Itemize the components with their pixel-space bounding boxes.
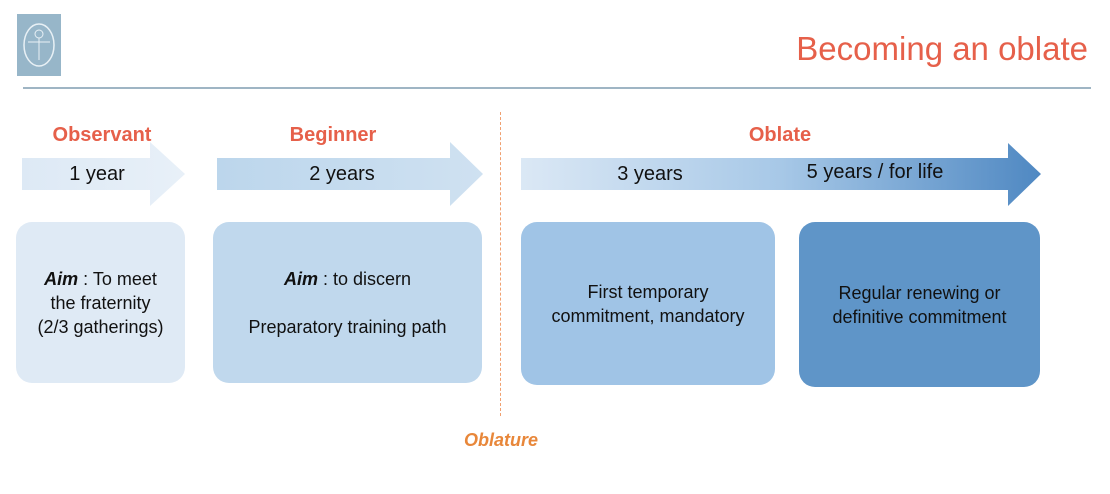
definitive-commitment-text: Regular renewing or definitive commitmen… <box>832 282 1007 327</box>
aim-text: : To meet the fraternity (2/3 gatherings… <box>37 268 164 337</box>
aim-text: : to discern <box>317 268 412 289</box>
phase-oblate: Oblate <box>748 124 812 146</box>
phase-observant: Observant <box>52 124 152 146</box>
oblature-label: Oblature <box>463 430 538 450</box>
header-divider <box>23 87 1091 89</box>
logo <box>17 14 61 76</box>
page-title: Becoming an oblate <box>796 30 1088 67</box>
beginner-box: Aim : to discern Preparatory training pa… <box>213 222 482 383</box>
beginner-training: Preparatory training path <box>248 316 447 337</box>
aim-label: Aim <box>44 268 79 289</box>
duration-oblate-temporary: 3 years <box>617 163 683 185</box>
duration-beginner: 2 years <box>309 163 375 185</box>
observant-aim: Aim : To meet the fraternity (2/3 gather… <box>16 267 185 339</box>
observant-arrow <box>22 142 185 206</box>
phase-beginner: Beginner <box>289 124 377 146</box>
oblature-divider <box>500 112 501 416</box>
duration-oblate-perpetual: 5 years / for life <box>806 161 944 183</box>
beginner-arrow <box>217 142 483 206</box>
temporary-commitment-box: First temporary commitment, mandatory <box>521 222 775 385</box>
seal-icon <box>23 23 55 67</box>
duration-observant: 1 year <box>69 163 125 185</box>
temporary-commitment-text: First temporary commitment, mandatory <box>551 281 745 326</box>
aim-label: Aim <box>283 268 318 289</box>
oblate-arrow <box>521 143 1041 206</box>
beginner-aim: Aim : to discern <box>284 267 411 291</box>
observant-box: Aim : To meet the fraternity (2/3 gather… <box>16 222 185 383</box>
definitive-commitment-box: Regular renewing or definitive commitmen… <box>799 222 1040 387</box>
